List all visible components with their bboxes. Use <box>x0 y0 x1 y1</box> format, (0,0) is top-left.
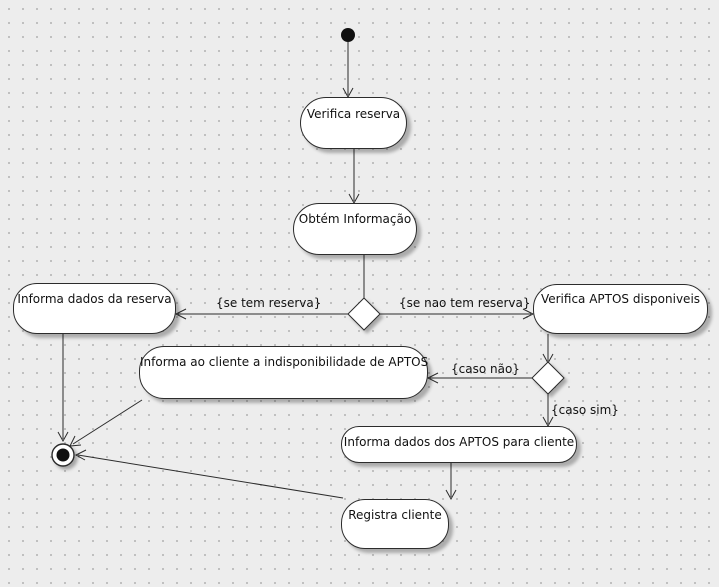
end-node <box>51 443 75 467</box>
arrowhead <box>445 489 457 501</box>
flow-registra-to-end <box>77 454 344 499</box>
activity-informa-dados-aptos: Informa dados dos APTOS para cliente <box>341 426 577 463</box>
guard-caso-nao: {caso não} <box>451 362 520 376</box>
activity-label: Verifica reserva <box>306 107 401 121</box>
activity-label: Informa dados da reserva <box>17 292 172 306</box>
activity-label: Informa dados dos APTOS para cliente <box>343 435 575 449</box>
activity-informa-indisponibilidade: Informa ao cliente a indisponibilidade d… <box>139 346 428 399</box>
activity-label: Verifica APTOS disponiveis <box>540 292 701 306</box>
arrowhead <box>174 308 187 320</box>
start-node <box>341 28 355 42</box>
guard-se-tem-reserva: {se tem reserva} <box>216 296 322 310</box>
activity-label: Registra cliente <box>348 508 442 522</box>
activity-obtem-informacao: Obtém Informação <box>293 203 417 255</box>
activity-verifica-aptos: Verifica APTOS disponiveis <box>533 284 708 334</box>
arrowhead <box>69 435 82 447</box>
flow-indisponibilidade-to-end <box>72 399 143 445</box>
guard-caso-sim: {caso sim} <box>551 403 619 417</box>
decision-reserva <box>347 297 381 331</box>
decision-disponibilidade <box>531 361 565 395</box>
guard-se-nao-tem-reserva: {se nao tem reserva} <box>399 296 531 310</box>
activity-registra-cliente: Registra cliente <box>341 499 449 549</box>
activity-verifica-reserva: Verifica reserva <box>300 97 407 149</box>
arrowhead <box>426 372 439 384</box>
activity-informa-dados-reserva: Informa dados da reserva <box>13 283 176 334</box>
activity-label: Informa ao cliente a indisponibilidade d… <box>140 355 429 369</box>
arrowhead <box>74 449 87 461</box>
arrowhead <box>57 431 69 443</box>
activity-label: Obtém Informação <box>298 212 412 226</box>
